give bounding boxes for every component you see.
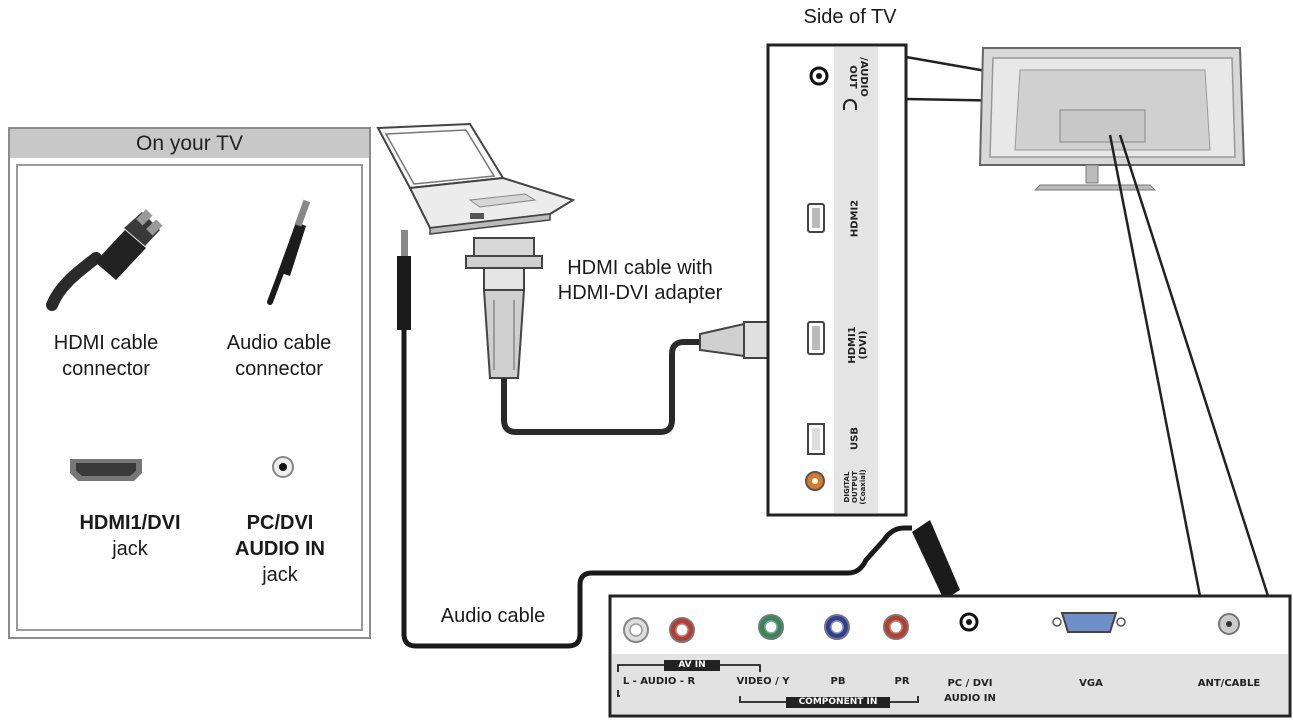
hdmi1-dvi-label: HDMI1 (DVI) [847,310,869,380]
hdmi-cable-with-adapter-label: HDMI cable with HDMI-DVI adapter [540,256,740,306]
pb-label: PB [830,676,846,687]
hdmi2-label: HDMI2 [849,199,861,238]
audio-jack-icon [272,456,294,478]
back-panel [608,594,1292,718]
audio-jack-caption: PC/DVI AUDIO IN jack [220,510,340,588]
pc-dvi-line2: AUDIO IN [944,693,996,704]
hdmi-jack-caption: HDMI1/DVI jack [60,510,200,562]
audio-cable-caption-line2: connector [235,358,323,380]
hdmi-cable [501,339,704,435]
hdmi-dvi-adapter [465,237,543,379]
digital-output-line2: OUTPUT [851,471,859,503]
pr-label: PR [894,676,910,687]
audio-lr-label: L - AUDIO - R [622,676,696,687]
side-panel [766,43,908,517]
hdmi-cable-with-line2: HDMI-DVI adapter [557,282,723,304]
digital-output-label: DIGITAL OUTPUT (Coaxial) [843,455,867,519]
headphone-icon [843,99,857,110]
pc-dvi-line1: PC / DVI [947,678,993,689]
pc-dvi-audio-in-label: PC / DVI AUDIO IN [934,676,1006,706]
dvi-label: (DVI) [858,330,869,360]
hdmi-jack-icon [70,459,142,481]
audio-out-label: /AUDIO OUT [847,42,869,112]
legend-header: On your TV [10,129,369,158]
legend-inner-frame [16,164,363,631]
component-in-label: COMPONENT IN [798,697,878,707]
hdmi-cable-with-line1: HDMI cable with [567,257,713,279]
audio-jack-word: jack [262,564,298,586]
audio-cable-label: Audio cable [440,605,546,627]
hdmi1-label: HDMI1 [847,326,858,364]
audio-jack-name2: AUDIO IN [235,538,325,560]
tv-back-illustration [978,47,1246,191]
zoom-line-left [1108,134,1202,597]
ant-cable-label: ANT/CABLE [1197,678,1261,689]
laptop-illustration [376,122,576,235]
audio-plug-laptop [397,230,411,330]
hdmi-cable-caption-line1: HDMI cable [53,332,159,354]
video-y-label: VIDEO / Y [736,676,790,687]
audio-cable [401,330,912,649]
audio-cable-caption: Audio cable connector [214,330,344,382]
audio-jack-name1: PC/DVI [246,512,314,534]
side-of-tv-label: Side of TV [803,6,897,28]
hdmi-connector-icon [46,209,163,311]
hdmi-cable-caption: HDMI cable connector [52,330,160,382]
hdmi-jack-word: jack [112,538,148,560]
audio-out-line2: OUT [847,65,858,89]
audio-connector-icon [267,199,311,305]
digital-output-line1: DIGITAL [843,471,851,503]
vga-label: VGA [1079,678,1103,689]
hdmi-cable-caption-line2: connector [62,358,150,380]
audio-cable-caption-line1: Audio cable [226,332,332,354]
digital-output-line3: (Coaxial) [859,469,867,505]
av-in-label: AV IN [678,660,706,670]
zoom-line-right [1118,134,1270,597]
hdmi-jack-name: HDMI1/DVI [79,512,181,534]
legend-box: On your TV [8,127,371,639]
audio-out-line1: /AUDIO [858,57,869,97]
